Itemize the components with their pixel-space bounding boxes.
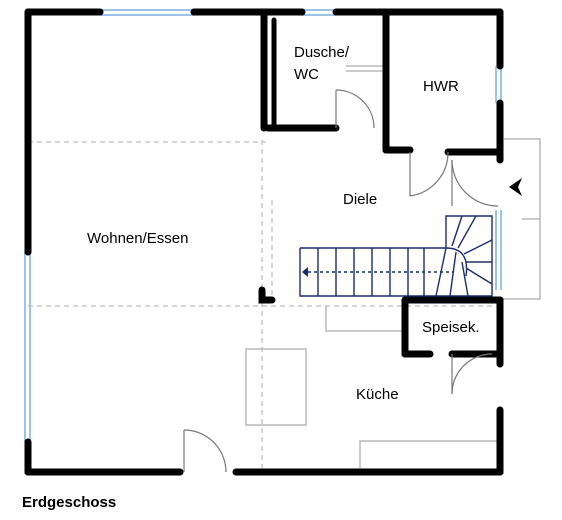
room-label-wohnen: Wohnen/Essen — [87, 230, 188, 247]
doors — [183, 89, 499, 473]
room-label-kueche: Küche — [356, 386, 399, 403]
floor-caption: Erdgeschoss — [22, 494, 117, 511]
staircase — [299, 215, 493, 297]
room-label-diele: Diele — [343, 191, 377, 208]
walls — [24, 8, 504, 476]
entrance-arrow-icon — [509, 178, 522, 196]
dashed-guides — [28, 140, 500, 470]
room-label-dusche-line1: Dusche/ — [294, 44, 350, 61]
room-label-dusche-line2: WC — [294, 66, 319, 83]
room-label-speisek: Speisek. — [422, 319, 480, 336]
room-label-hwr: HWR — [423, 78, 459, 95]
windows — [24, 9, 502, 442]
